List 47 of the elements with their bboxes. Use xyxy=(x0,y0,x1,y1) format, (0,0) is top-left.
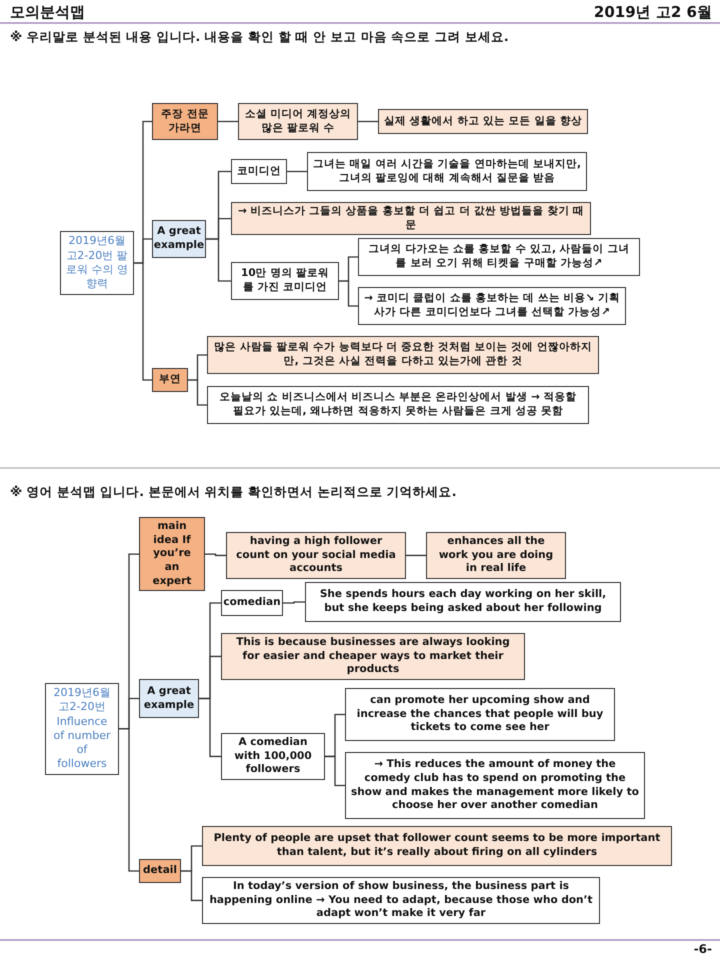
page-number: -6- xyxy=(694,942,712,956)
content-box: 그녀의 다가오는 쇼를 홍보할 수 있고, 사람들이 그녀를 보러 오기 위해 티켓을 구매할 가능성↗ xyxy=(358,238,640,276)
connector-line xyxy=(339,280,358,307)
category-box: 주장 전문가라면 xyxy=(152,103,218,140)
connector-line xyxy=(134,262,152,381)
content-box: having a high follower count on your social media accounts xyxy=(226,532,406,579)
content-box: 코미디언 xyxy=(231,159,287,184)
category-box: main idea If you’re an expert xyxy=(139,517,205,592)
content-box: comedian xyxy=(221,590,283,616)
topic-box: 2019년6월 고2-20번 팔로워 수의 영향력 xyxy=(60,231,134,295)
category-box: A great example xyxy=(139,679,199,718)
connector-line xyxy=(218,120,238,122)
content-box: This is because businesses are always looking for easier and cheaper ways to market their products xyxy=(221,633,525,680)
content-box: 10만 명의 팔로워를 가진 코미디언 xyxy=(231,262,339,300)
content-box: enhances all the work you are doing in real life xyxy=(426,532,566,579)
content-box: 오늘날의 쇼 비즈니스에서 비즈니스 부분은 온라인상에서 발생 → 적응할 필요가 있는데, 왜냐하면 적응하지 못하는 사람들은 크게 성공 못함 xyxy=(207,386,589,424)
instruction-text: ※ 우리말로 분석된 내용 입니다. 내용을 확인 할 때 안 보고 마음 속으로 그려 보세요. xyxy=(10,29,509,46)
connector-line xyxy=(188,379,207,406)
connector-line xyxy=(283,601,305,604)
content-box: 많은 사람들 팔로워 수가 능력보다 더 중요한 것처럼 보이는 것에 언짢아하지만, 그것은 사실 전력을 다하고 있는가에 관한 것 xyxy=(207,336,599,374)
connector-line xyxy=(325,756,345,786)
connector-line xyxy=(181,870,202,902)
content-box: → 코미디 클럽이 쇼를 홍보하는 데 쓰는 비용↘ 기획사가 다른 코미디언보다 그녀를 선택할 가능성↗ xyxy=(358,287,626,325)
category-box: detail xyxy=(139,859,181,883)
content-box: A comedian with 100,000 followers xyxy=(221,733,325,780)
category-box: A great example xyxy=(152,220,206,258)
content-box: 실제 생활에서 하고 있는 모든 일을 향상 xyxy=(378,109,588,134)
topic-box: 2019년6월 고2-20번 Influence of number of followers xyxy=(45,683,119,775)
content-box: → This reduces the amount of money the comedy club has to spend on promoting the show and makes the management more likely to choose her over another comedian xyxy=(345,752,645,819)
content-box: She spends hours each day working on her skill, but she keeps being asked about her following xyxy=(305,582,621,622)
connector-line xyxy=(205,553,226,556)
category-box: 부연 xyxy=(152,368,188,392)
content-box: can promote her upcoming show and increase the chances that people will buy tickets to come see her xyxy=(345,688,615,741)
connector-line xyxy=(119,728,139,872)
connector-line xyxy=(206,238,231,282)
content-box: 소셜 미디어 계정상의 많은 팔로워 수 xyxy=(238,103,358,140)
header-date: 2019년 고2 6월 xyxy=(594,3,712,22)
content-box: → 비즈니스가 그들의 상품을 홍보할 더 쉽고 더 값싼 방법들을 찾기 때문 xyxy=(231,202,591,236)
connector-line xyxy=(406,554,426,556)
connector-line xyxy=(199,698,221,758)
instruction-text: ※ 영어 분석맵 입니다. 본문에서 위치를 확인하면서 논리적으로 기억하세요. xyxy=(10,484,456,501)
connector-line xyxy=(287,170,307,172)
content-box: 그녀는 매일 여러 시간을 기술을 연마하는데 보내지만, 그녀의 팔로잉에 대해 계속해서 질문을 받음 xyxy=(307,152,587,191)
page-title: 모의분석맵 xyxy=(10,3,85,22)
content-box: Plenty of people are upset that follower count seems to be more important than talent, but it’s really about firing on all cylinders xyxy=(202,826,672,866)
content-box: In today’s version of show business, the business part is happening online → You need to adapt, because those who don’t adapt won’t make it very far xyxy=(202,877,600,924)
connector-line xyxy=(358,120,378,122)
